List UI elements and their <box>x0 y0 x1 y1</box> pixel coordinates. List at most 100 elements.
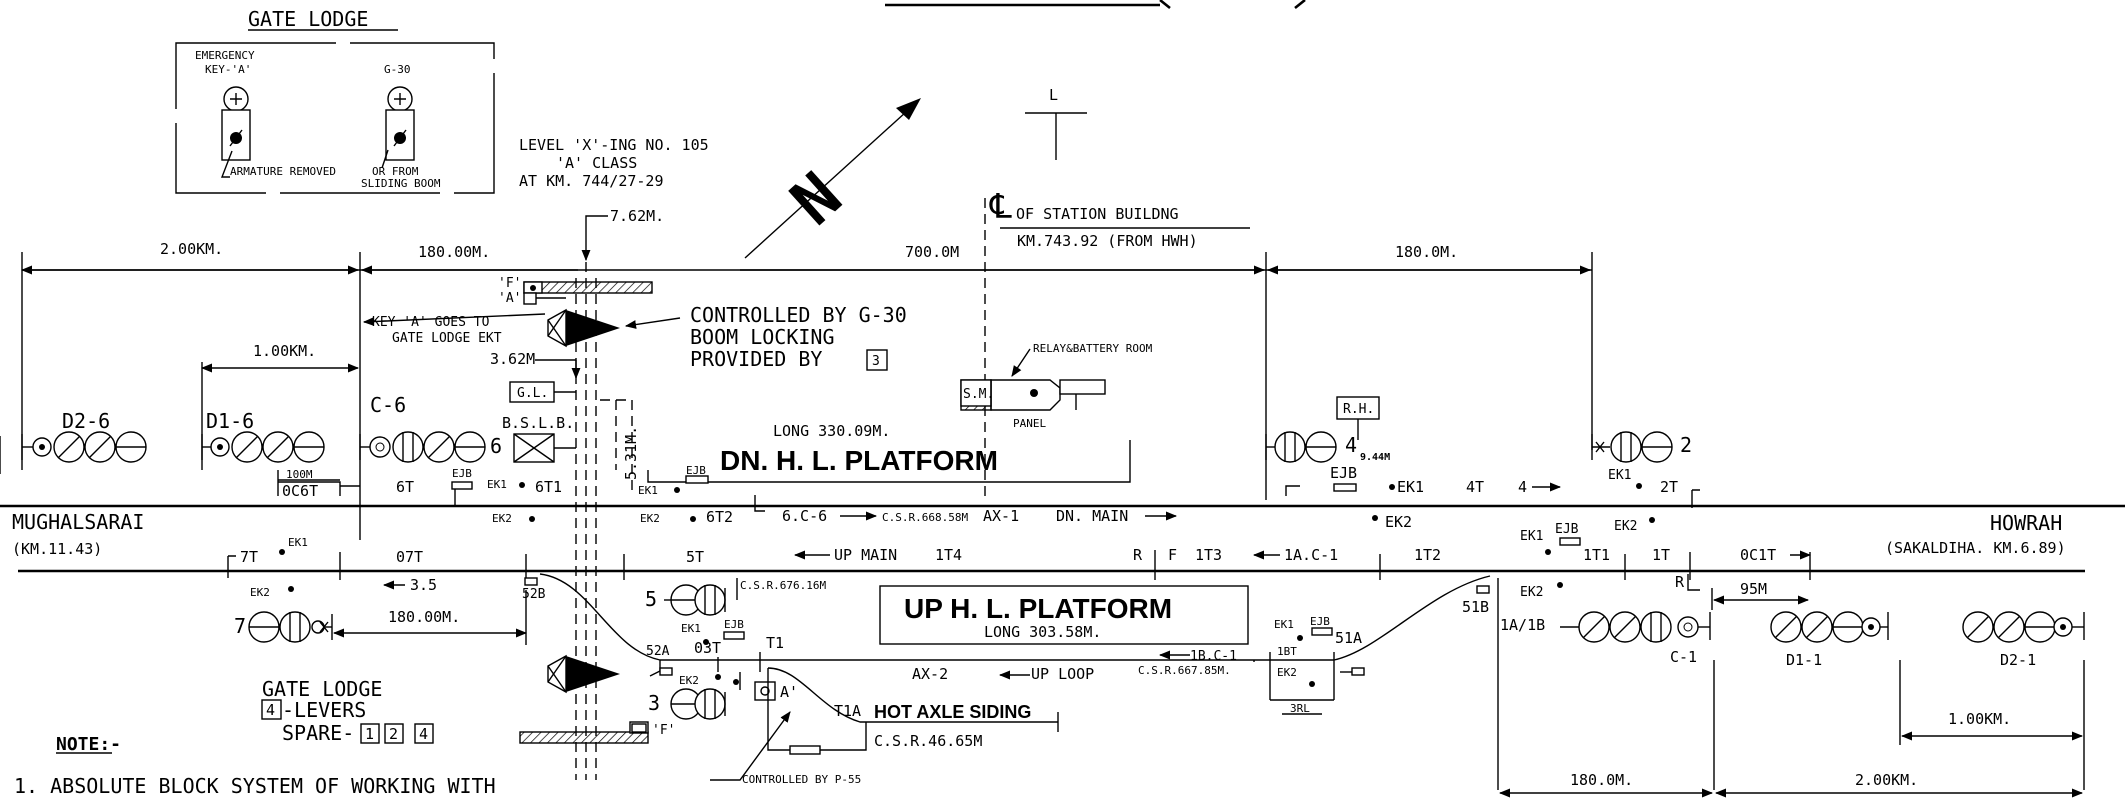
controlled-lever: 3 <box>872 354 880 369</box>
dim-700: 700.0M <box>905 243 959 261</box>
station-building-centerline: ℄ OF STATION BUILDNG KM.743.92 (FROM HWH… <box>984 187 1250 500</box>
ek1-1t1: EK1 <box>1520 529 1543 544</box>
up-hl-platform: UP H. L. PLATFORM LONG 303.58M. <box>879 585 1249 645</box>
note-heading: NOTE:- <box>56 734 121 755</box>
point-1bt-group: EK1 EJB 51A 1BT EK2 3RL <box>1269 575 1491 715</box>
signal-c6-6: C-6 6 <box>359 393 502 463</box>
track-dn-main: DN. MAIN <box>1056 507 1128 525</box>
sm-box-label: S.M. <box>963 387 994 402</box>
gate-lodge-spare3: 4 <box>419 725 428 743</box>
signal-d2-1: D2-1 <box>1962 611 2085 669</box>
level-crossing-note: LEVEL 'X'-ING NO. 105 'A' CLASS AT KM. 7… <box>519 136 709 190</box>
signal-d1-6: D1-6 <box>201 409 325 463</box>
up-platform-name: UP H. L. PLATFORM <box>904 593 1172 624</box>
signal-4-label: 4 <box>1345 433 1357 457</box>
g30-label: G-30 <box>384 63 411 76</box>
dim-2km-left: 2.00KM. <box>160 240 223 258</box>
rh-box-label: R.H. <box>1343 402 1374 417</box>
stations: MUGHALSARAI (KM.11.43) HOWRAH (SAKALDIHA… <box>12 510 2066 558</box>
ejb-4t: EJB <box>1330 464 1357 482</box>
north-arrow: N <box>744 98 921 259</box>
key-a-note: KEY 'A' GOES TO GATE LODGE EKT <box>362 308 681 348</box>
title-underline <box>885 0 1306 10</box>
ek2-2t: EK2 <box>1614 519 1637 534</box>
signal-6-label: 6 <box>490 434 502 458</box>
dn-hl-platform: LONG 330.09M. DN. H. L. PLATFORM EJB EK1 <box>638 422 1131 497</box>
up-main-labels: UP MAIN 1T4 R F 1T3 1A.C-1 1T2 <box>793 546 1441 580</box>
track-up-loop: UP LOOP <box>1031 665 1094 683</box>
signal-4: 4 EJB EK1 4T 4 EK2 <box>1265 431 1562 531</box>
ek1-2t: EK1 <box>1608 468 1631 483</box>
signal-d1-6-label: D1-6 <box>206 409 254 433</box>
track-1bc1: 1B.C-1 <box>1190 649 1237 664</box>
ek1-6t: EK1 <box>487 478 507 491</box>
signal-c6-label: C-6 <box>370 393 406 417</box>
l-symbol: L <box>1025 86 1087 160</box>
flag-f-top: 'F' <box>498 276 521 291</box>
controlled-line2: BOOM LOCKING <box>690 325 835 349</box>
track-4t: 4T <box>1466 478 1484 496</box>
signal-2: 2 EK1 2T EK2 <box>1591 431 1700 534</box>
track-1t: 1T <box>1652 546 1670 564</box>
key-a-line1: KEY 'A' GOES TO <box>372 315 490 330</box>
flag-a-top: 'A' <box>498 291 521 306</box>
controlled-by-g30-note: CONTROLLED BY G-30 BOOM LOCKING PROVIDED… <box>690 303 907 371</box>
track-hot-axle: HOT AXLE SIDING <box>874 702 1031 722</box>
dim-95m: 95M <box>1740 580 1767 598</box>
dn-middle-labels: EK2 6T2 6.C-6 C.S.R.668.58M AX-1 DN. MAI… <box>640 495 1178 526</box>
dim-1km-left: 1.00KM. <box>253 342 316 360</box>
points-52: 52B 52A <box>522 573 1270 672</box>
dim-35: 3.5 <box>410 576 437 594</box>
up-loop-labels: AX-2 UP LOOP 1B.C-1 C.S.R.667.85M. <box>912 649 1255 683</box>
signal-1a1b-label: 1A/1B <box>1500 616 1545 634</box>
dim-362: 3.62M <box>490 350 535 368</box>
ek1-52a: EK1 <box>681 622 701 635</box>
track-1ac1: 1A.C-1 <box>1284 546 1338 564</box>
gate-lodge-spare: SPARE- <box>282 721 354 745</box>
track-1t1: 1T1 <box>1583 546 1610 564</box>
signal-d2-1-label: D2-1 <box>2000 651 2036 669</box>
dim-180-right: 180.0M. <box>1395 243 1458 261</box>
track-csr4665: C.S.R.46.65M <box>874 732 982 750</box>
station-left-name: MUGHALSARAI <box>12 510 144 534</box>
controlled-line1: CONTROLLED BY G-30 <box>690 303 907 327</box>
ek1-1bt: EK1 <box>1274 618 1294 631</box>
track-1t2: 1T2 <box>1414 546 1441 564</box>
main-tracks <box>0 436 2125 573</box>
track-csr66858: C.S.R.668.58M <box>882 511 968 524</box>
point-52b: 52B <box>522 587 546 602</box>
gate-lodge-top: GATE LODGE EMERGENCY KEY-'A' G-30 ARMATU… <box>175 7 495 194</box>
boom-top: 'F' 'A' <box>498 276 653 306</box>
flag-f-bottom: 'F' <box>652 723 675 738</box>
up-platform-length: LONG 303.58M. <box>984 623 1101 641</box>
controlled-line3: PROVIDED BY <box>690 347 822 371</box>
track-t1a: T1A <box>834 702 861 720</box>
bottom-right-dimensions: 1.00KM. 180.0M. 2.00KM. <box>1498 660 2085 798</box>
cl-symbol: ℄ <box>989 187 1012 227</box>
ejb-1bt: EJB <box>1310 615 1330 628</box>
up-left-markers: 7T EK1 07T EK2 3.5 5T <box>227 536 704 599</box>
dn-platform-name: DN. H. L. PLATFORM <box>720 445 998 476</box>
track-t1: T1 <box>766 634 784 652</box>
signal-5: 5 C.S.R.676.16M EK1 EJB <box>645 578 826 645</box>
relay-room-label: RELAY&BATTERY ROOM <box>1033 342 1153 355</box>
ek2-7: EK2 <box>250 586 270 599</box>
track-07t: 07T <box>396 548 423 566</box>
gl-box-label: G.L. <box>517 386 548 401</box>
point-52a: 52A <box>646 644 670 659</box>
ek2-left: EK2 <box>492 512 512 525</box>
track-up-main: UP MAIN <box>834 546 897 564</box>
point-51a: 51A <box>1335 629 1362 647</box>
track-1t4: 1T4 <box>935 546 962 564</box>
track-4: 4 <box>1518 478 1527 496</box>
dn-platform-ejb: EJB <box>686 464 706 477</box>
ek1-4t: EK1 <box>1397 478 1424 496</box>
svg-text:L: L <box>1049 86 1058 104</box>
signal-7: 7 180.00M. <box>234 590 528 645</box>
gate-lodge-bottom: GATE LODGE 4 -LEVERS SPARE- 1 2 4 <box>261 677 434 745</box>
ek2-1bt: EK2 <box>1277 666 1297 679</box>
gate-lodge-levers-num: 4 <box>266 701 275 719</box>
rh-group: R.H. 9.44M <box>1336 396 1390 463</box>
track-3rl: 3RL <box>1290 702 1310 715</box>
